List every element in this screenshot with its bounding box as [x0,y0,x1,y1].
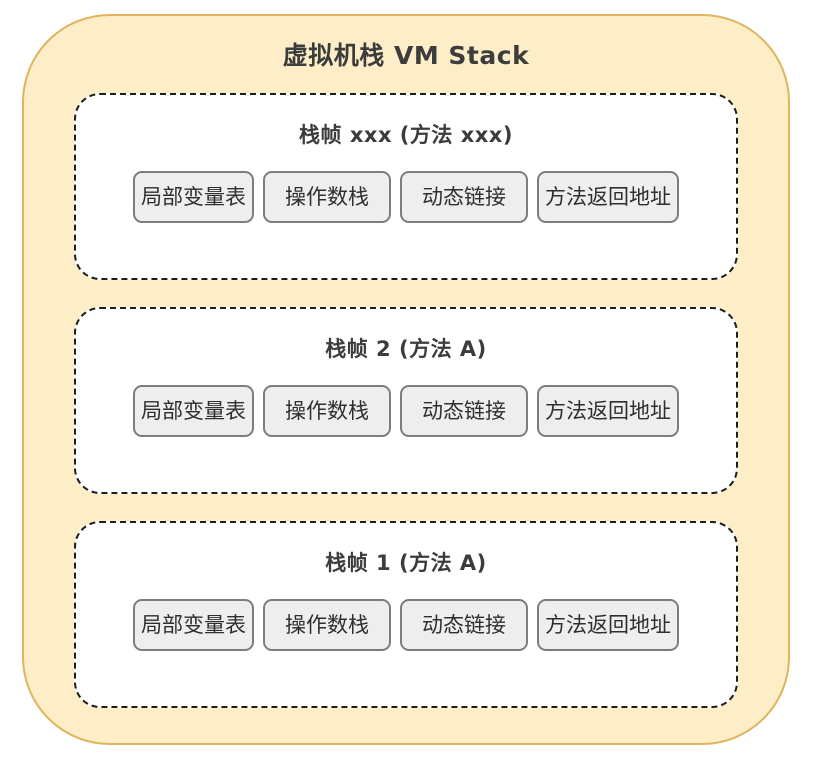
frame-part-dynamic-linking: 动态链接 [400,385,528,437]
frame-part-local-variable-table: 局部变量表 [133,599,254,651]
frame-part-operand-stack: 操作数栈 [263,599,391,651]
vm-stack-title: 虚拟机栈 VM Stack [282,41,530,70]
stack-frame-title: 栈帧 xxx (方法 xxx) [299,123,513,147]
stack-frame-list: 栈帧 xxx (方法 xxx) 局部变量表 操作数栈 动态链接 方法返回地址 栈… [24,93,788,708]
frame-part-local-variable-table: 局部变量表 [133,385,254,437]
stack-frame: 栈帧 1 (方法 A) 局部变量表 操作数栈 动态链接 方法返回地址 [74,521,738,708]
stack-frame: 栈帧 xxx (方法 xxx) 局部变量表 操作数栈 动态链接 方法返回地址 [74,93,738,280]
stack-frame: 栈帧 2 (方法 A) 局部变量表 操作数栈 动态链接 方法返回地址 [74,307,738,494]
stack-frame-parts: 局部变量表 操作数栈 动态链接 方法返回地址 [133,385,679,437]
frame-part-operand-stack: 操作数栈 [263,171,391,223]
frame-part-local-variable-table: 局部变量表 [133,171,254,223]
vm-stack-container: 虚拟机栈 VM Stack 栈帧 xxx (方法 xxx) 局部变量表 操作数栈… [22,14,790,745]
frame-part-operand-stack: 操作数栈 [263,385,391,437]
stack-frame-parts: 局部变量表 操作数栈 动态链接 方法返回地址 [133,599,679,651]
stack-frame-title: 栈帧 2 (方法 A) [325,337,487,361]
stack-frame-parts: 局部变量表 操作数栈 动态链接 方法返回地址 [133,171,679,223]
stack-frame-title: 栈帧 1 (方法 A) [325,551,487,575]
frame-part-method-return-address: 方法返回地址 [537,599,679,651]
frame-part-method-return-address: 方法返回地址 [537,171,679,223]
frame-part-dynamic-linking: 动态链接 [400,599,528,651]
frame-part-method-return-address: 方法返回地址 [537,385,679,437]
frame-part-dynamic-linking: 动态链接 [400,171,528,223]
